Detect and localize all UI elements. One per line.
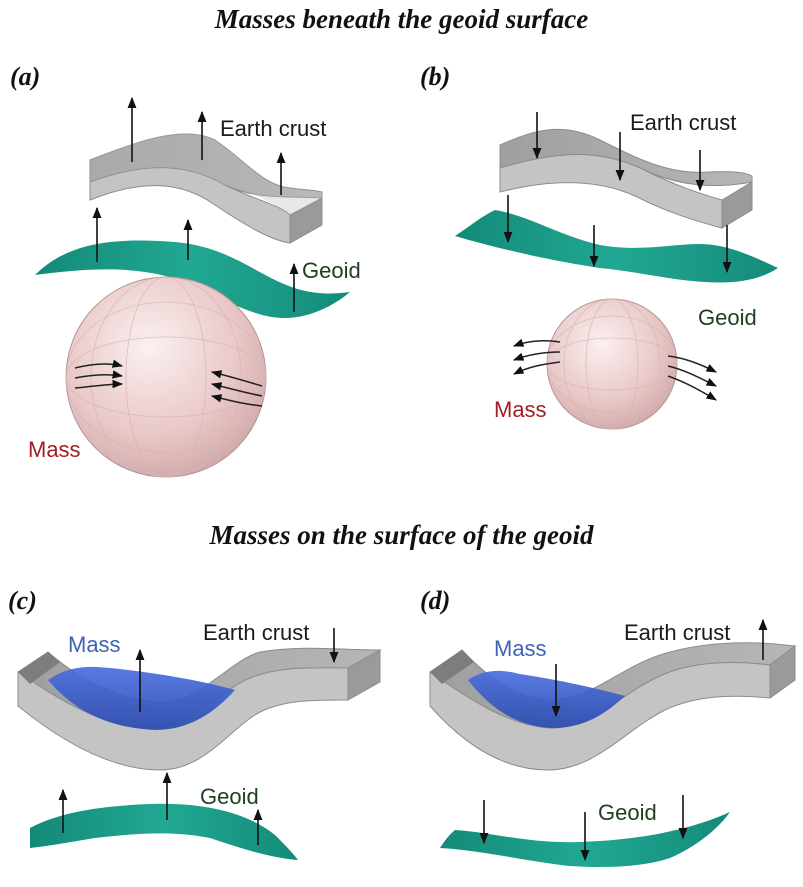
panel-c-diagram	[18, 628, 380, 860]
panel-b-crust-front	[500, 155, 722, 229]
panel-b-crust-end	[722, 182, 752, 228]
panel-b-mass-label: Mass	[494, 397, 547, 423]
panel-d-diagram	[430, 620, 795, 867]
panel-b-crust-label: Earth crust	[630, 110, 736, 136]
panel-a-geoid-label: Geoid	[302, 258, 361, 284]
panel-d-crust-label: Earth crust	[624, 620, 730, 646]
panel-a-mass-label: Mass	[28, 437, 81, 463]
panel-c-mass-label: Mass	[68, 632, 121, 658]
panel-b-diagram	[455, 112, 778, 429]
panel-a-mass-sphere	[66, 277, 266, 477]
panel-a-diagram	[35, 98, 350, 477]
panel-d-geoid-label: Geoid	[598, 800, 657, 826]
panel-b-geoid-label: Geoid	[698, 305, 757, 331]
panel-c-crust-label: Earth crust	[203, 620, 309, 646]
panel-a-crust-label: Earth crust	[220, 116, 326, 142]
panel-b-mass-sphere	[547, 299, 677, 429]
panel-d-mass-label: Mass	[494, 636, 547, 662]
panel-c-geoid-label: Geoid	[200, 784, 259, 810]
